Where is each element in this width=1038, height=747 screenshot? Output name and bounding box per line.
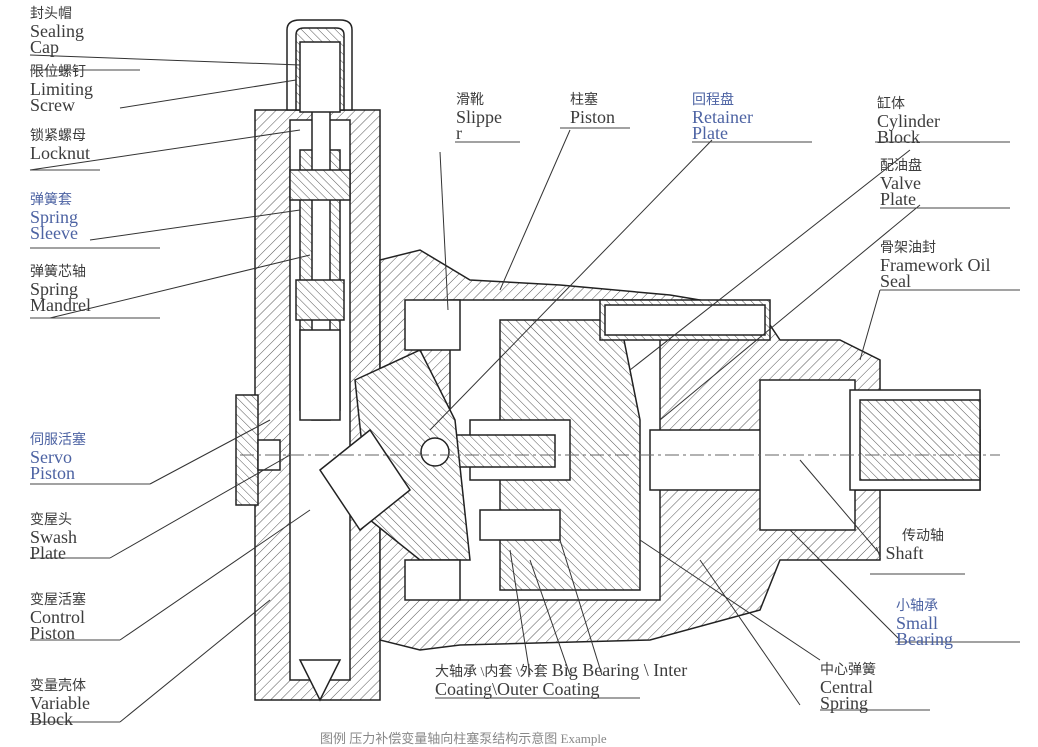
label-control-piston: 变屋活塞 Control Piston (30, 593, 86, 643)
label-big-bearing: 大轴承 \内套 \外套 Big Bearing \ Inter Coating\… (435, 660, 688, 699)
label-cylinder-block: 缸体 Cylinder Block (877, 97, 940, 147)
label-spring-mandrel: 弹簧芯轴 Spring Mandrel (30, 265, 91, 315)
label-central-spring: 中心弹簧 Central Spring (820, 663, 876, 713)
label-variable-block: 变量壳体 Variable Block (30, 679, 90, 729)
label-underlines (30, 69, 1020, 723)
label-swash-plate: 变屋头 Swash Plate (30, 513, 78, 563)
label-servo-piston: 伺服活塞 Servo Piston (30, 433, 86, 483)
label-retainer-plate: 回程盘 Retainer Plate (692, 93, 753, 143)
label-shaft: 传动轴 \ Shaft (876, 529, 944, 563)
label-spring-sleeve: 弹簧套 Spring Sleeve (30, 193, 79, 243)
label-sealing-cap: 封头帽 Sealing Cap (30, 7, 84, 57)
label-framework-oil-seal: 骨架油封 Framework Oil Seal (880, 241, 991, 291)
label-locknut: 锁紧螺母 Locknut (30, 129, 90, 163)
label-valve-plate: 配油盘 Valve Plate (880, 159, 922, 209)
label-slipper: 滑靴 Slippe r (456, 93, 503, 143)
label-small-bearing: 小轴承 Small Bearing (896, 599, 953, 649)
pump-housing (379, 249, 981, 651)
control-housing (235, 19, 381, 702)
swash-plate-assembly (318, 299, 561, 601)
label-limiting-screw: 限位螺钉 Limiting Screw (30, 65, 93, 115)
label-piston: 柱塞 Piston (570, 93, 616, 127)
